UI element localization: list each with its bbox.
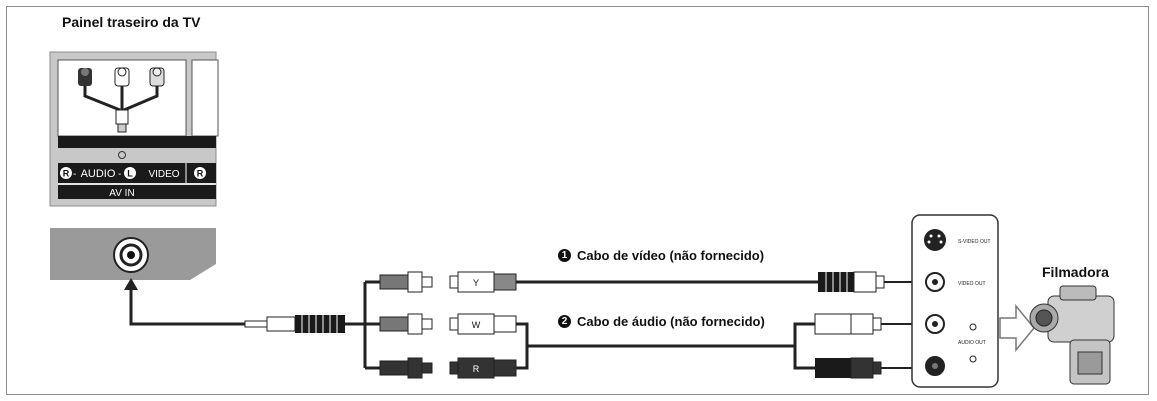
plug-camcorder-video (818, 271, 920, 293)
video-cable-text: Cabo de vídeo (não fornecido) (577, 248, 765, 263)
audio-cable-text: Cabo de áudio (não fornecido) (577, 314, 765, 329)
video-cable-label: 1 Cabo de vídeo (não fornecido) (558, 248, 764, 263)
rca-jack-white (114, 67, 130, 87)
plug-letter-video: Y (473, 278, 479, 288)
plug-camcorder-red (815, 357, 920, 379)
av-video-label: VIDEO (148, 169, 179, 180)
plug-row-red: R (379, 357, 517, 379)
plug-row-video: Y (379, 271, 517, 293)
camcorder-icon (1029, 285, 1115, 385)
plug-letter-white: W (472, 320, 481, 330)
audio-cable-number: 2 (558, 315, 571, 328)
tv-panel-title: Painel traseiro da TV (62, 14, 201, 30)
mini-plug (244, 280, 380, 370)
tv-back-panel: R - AUDIO - L VIDEO R AV IN (49, 51, 219, 207)
av-r-next-letter: R (197, 169, 204, 179)
svg-text:-: - (118, 169, 121, 180)
audio-out-label: AUDIO OUT (958, 340, 986, 346)
s-video-out-label: S-VIDEO OUT (958, 239, 991, 245)
video-out-label: VIDEO OUT (958, 281, 986, 287)
svg-text:-: - (73, 169, 76, 180)
audio-cable-label: 2 Cabo de áudio (não fornecido) (558, 314, 765, 329)
av-audio-label: AUDIO (81, 168, 116, 180)
tv-input-jack (50, 228, 216, 280)
video-cable-number: 1 (558, 249, 571, 262)
av-r-letter: R (63, 169, 70, 179)
arrow-to-camcorder-icon (999, 303, 1035, 353)
audio-cable-red-line (516, 346, 815, 370)
plug-letter-red: R (473, 364, 480, 374)
cable-tv-to-splitter (124, 278, 245, 326)
plug-row-white: W (379, 313, 517, 335)
av-l-letter: L (127, 169, 133, 179)
rca-jack-red (78, 68, 92, 86)
plug-camcorder-white (814, 313, 920, 335)
rca-jack-yellow (149, 67, 165, 87)
diagram-frame (6, 6, 1149, 395)
audio-cable-white-line (516, 322, 815, 348)
camcorder-label: Filmadora (1042, 264, 1109, 280)
camcorder-jack-panel: S-VIDEO OUT VIDEO OUT AUDIO OUT (911, 214, 999, 388)
av-in-label: AV IN (109, 188, 134, 199)
